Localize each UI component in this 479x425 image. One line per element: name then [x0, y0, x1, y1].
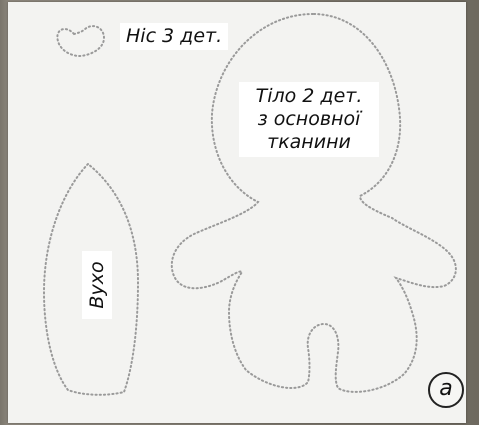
body-label-line-3: тканини	[267, 131, 351, 153]
nose-label: Ніс 3 дет.	[120, 23, 229, 50]
body-outline	[170, 12, 457, 393]
body-label-line-2: з основної	[257, 108, 361, 130]
ear-label: Вухо	[82, 251, 112, 319]
nose-outline	[56, 25, 106, 58]
figure-letter-badge: а	[428, 372, 464, 408]
ear-outline	[42, 162, 140, 396]
body-label-line-1: Тіло 2 дет.	[255, 85, 363, 107]
pattern-outlines	[42, 12, 457, 396]
body-label: Тіло 2 дет. з основної тканини	[239, 82, 379, 157]
paper-sheet: Ніс 3 дет. Тіло 2 дет. з основної тканин…	[8, 2, 466, 423]
